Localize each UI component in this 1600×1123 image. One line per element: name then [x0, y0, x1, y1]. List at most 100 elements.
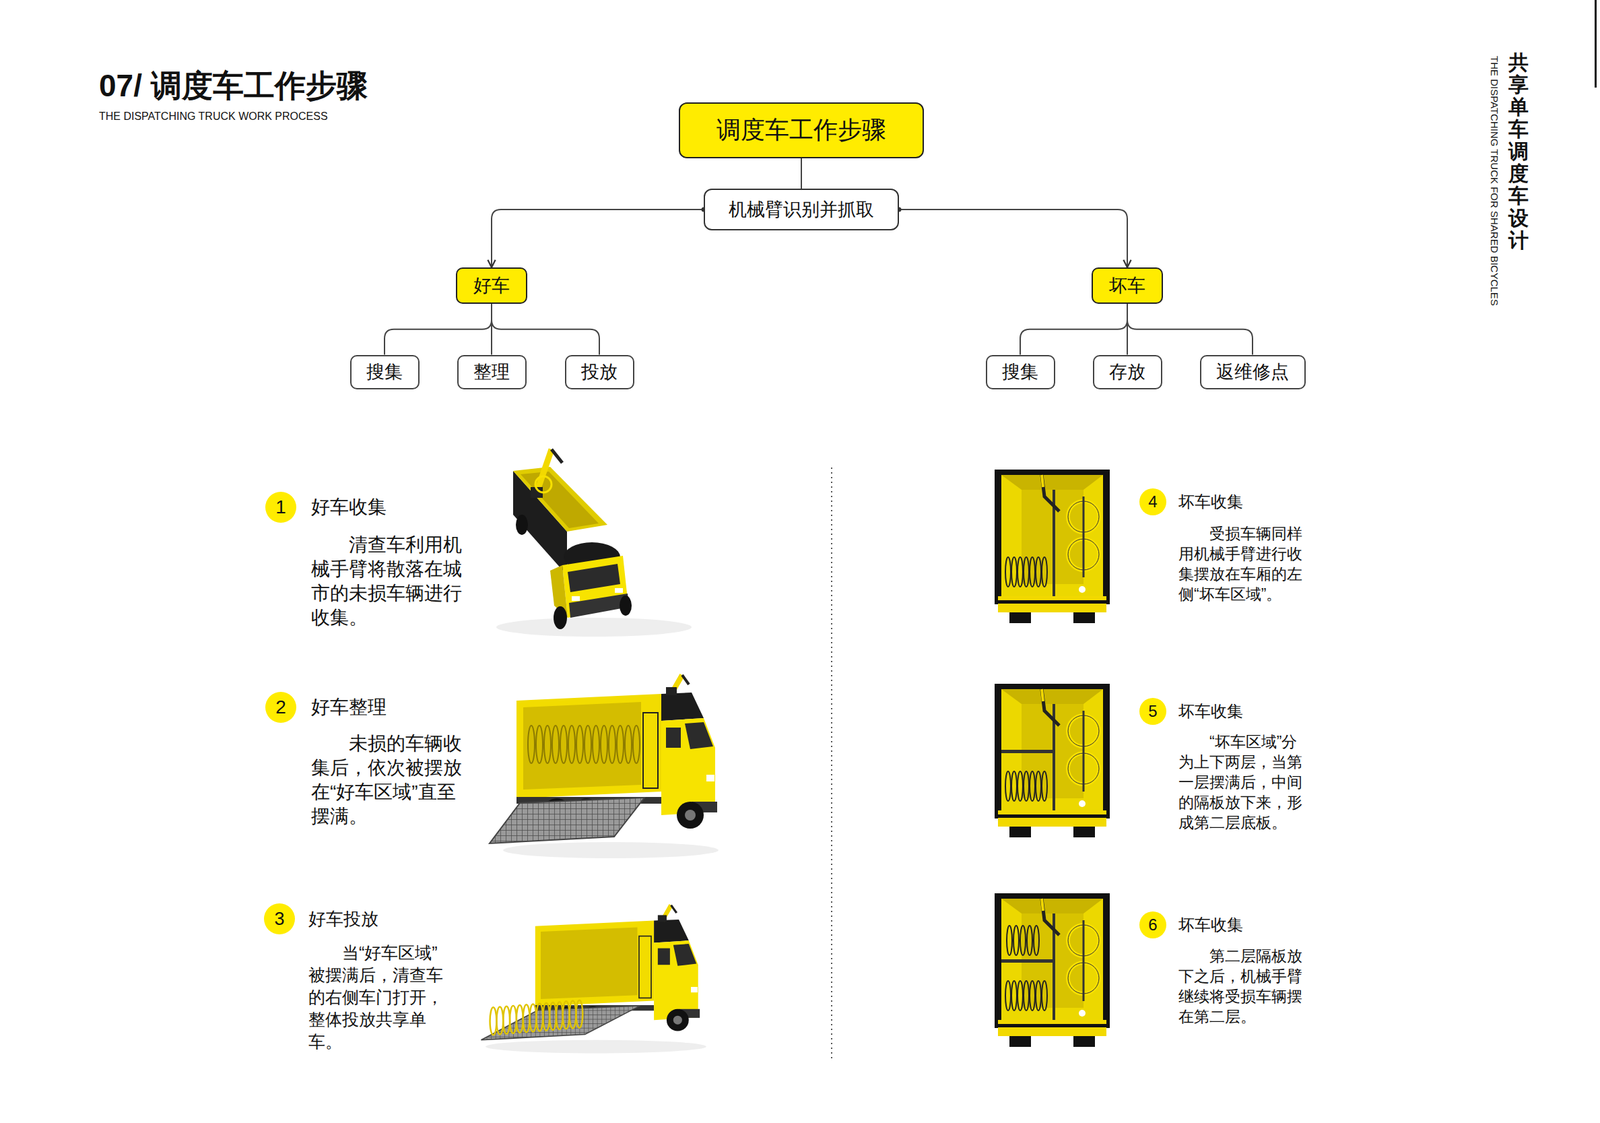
callout-circle [1139, 911, 1167, 939]
connector [1127, 303, 1253, 355]
bike-row [527, 725, 640, 763]
node-text: 坏车 [1109, 274, 1146, 297]
headlight [571, 595, 580, 601]
callout-number: 2 [275, 697, 287, 717]
node-text: 搜集 [1002, 360, 1039, 383]
separator [830, 467, 833, 1062]
connector [491, 303, 600, 355]
page-title: 07/ 调度车工作步骤 [98, 67, 368, 105]
connector [896, 207, 1128, 269]
node-text: 存放 [1109, 360, 1146, 383]
step-title: 好车投放 [308, 907, 379, 930]
connector [491, 303, 493, 355]
ramp [489, 797, 645, 844]
step-box: 返维修点 [1200, 354, 1306, 390]
process-box: 机械臂识别并抓取 [703, 188, 899, 231]
step-text: 当“好车区域”被摆满后，清查车的右侧车门打开，整体投放共享单车。 [308, 941, 452, 1053]
callout-circle [265, 691, 297, 723]
node-text: 调度车工作步骤 [716, 115, 887, 145]
callout-circles [263, 488, 1167, 939]
connector [384, 303, 492, 355]
step-box: 存放 [1092, 354, 1163, 390]
bike-row [490, 1000, 584, 1036]
node-text: 搜集 [366, 360, 403, 383]
connector-line [1020, 303, 1128, 355]
truck-rear [994, 469, 1110, 623]
connector-line [491, 303, 600, 355]
shelf [1001, 749, 1053, 753]
bike [535, 476, 552, 493]
truck-step-1 [496, 449, 692, 637]
node-text: 投放 [581, 360, 618, 383]
wheel [619, 595, 632, 616]
step-box: 整理 [457, 354, 527, 390]
side-title: 共享单车调度车设计 [1508, 51, 1529, 252]
connector-line [384, 303, 492, 355]
connector [801, 158, 803, 190]
truck-step-3 [480, 905, 707, 1054]
step-box: 投放 [564, 354, 635, 390]
truck-rear-step-6 [994, 892, 1110, 1047]
truck-rear [994, 892, 1110, 1047]
crane [551, 449, 563, 463]
wheel [553, 606, 568, 629]
node-text: 返维修点 [1216, 360, 1289, 383]
root-box: 调度车工作步骤 [678, 102, 924, 159]
windshield [567, 563, 621, 592]
connector-line [1127, 303, 1253, 355]
callout-number: 3 [274, 909, 285, 928]
step-text: 未损的车辆收集后，依次被摆放在“好车区域”直至摆满。 [311, 731, 471, 829]
callout-number: 1 [275, 497, 287, 517]
step-title: 坏车收集 [1178, 914, 1244, 935]
step-box: 搜集 [350, 354, 420, 390]
category-box: 坏车 [1091, 267, 1163, 304]
step-title: 好车整理 [311, 694, 387, 720]
edge-bar [1594, 0, 1597, 88]
connector-line [800, 158, 803, 190]
connector-line [491, 209, 704, 268]
side-subtitle: THE DISPATCHING TRUCK FOR SHARED BICYCLE… [1488, 55, 1501, 306]
step-box: 搜集 [985, 354, 1056, 390]
callout-circle [263, 903, 295, 935]
step-title: 坏车收集 [1178, 701, 1244, 722]
crane [536, 449, 552, 493]
callout-number: 6 [1148, 916, 1157, 933]
connector-line [898, 209, 1128, 268]
connector [1020, 303, 1128, 355]
step-text: 第二层隔板放下之后，机械手臂继续将受损车辆摆在第二层。 [1178, 945, 1308, 1027]
step-title: 好车收集 [311, 494, 387, 520]
connector-line [490, 303, 493, 355]
shadow [503, 841, 719, 858]
truck-rear [994, 683, 1110, 838]
truck-step-2 [489, 674, 719, 858]
truck-cab [562, 555, 629, 618]
step-text: 受损车辆同样用机械手臂进行收集摆放在车厢的左侧“坏车区域”。 [1178, 523, 1308, 605]
node-text: 机械臂识别并抓取 [728, 198, 875, 221]
callout-circle [1139, 697, 1167, 725]
truck-box [520, 471, 599, 528]
node-text: 整理 [473, 360, 510, 383]
connector-line [1126, 303, 1128, 355]
callout-number: 4 [1148, 493, 1157, 510]
shelf [1001, 958, 1053, 963]
connector [1127, 303, 1128, 355]
node-text: 好车 [473, 274, 510, 297]
step-title: 坏车收集 [1178, 491, 1244, 512]
bike-row [1006, 925, 1040, 955]
connector [491, 207, 707, 269]
shadow [485, 1039, 707, 1054]
wheel [515, 514, 528, 535]
shadow [496, 617, 692, 637]
truck-rear-step-4 [994, 469, 1110, 623]
subtitle: THE DISPATCHING TRUCK WORK PROCESS [98, 109, 328, 123]
step-text: “坏车区域”分为上下两层，当第一层摆满后，中间的隔板放下来，形成第二层底板。 [1178, 731, 1308, 833]
ramp [480, 1005, 640, 1040]
headlight [614, 587, 623, 593]
callout-circle [1139, 488, 1167, 516]
truck-rear-step-5 [994, 683, 1110, 838]
callout-circle [265, 491, 297, 523]
callout-number: 5 [1148, 703, 1157, 720]
